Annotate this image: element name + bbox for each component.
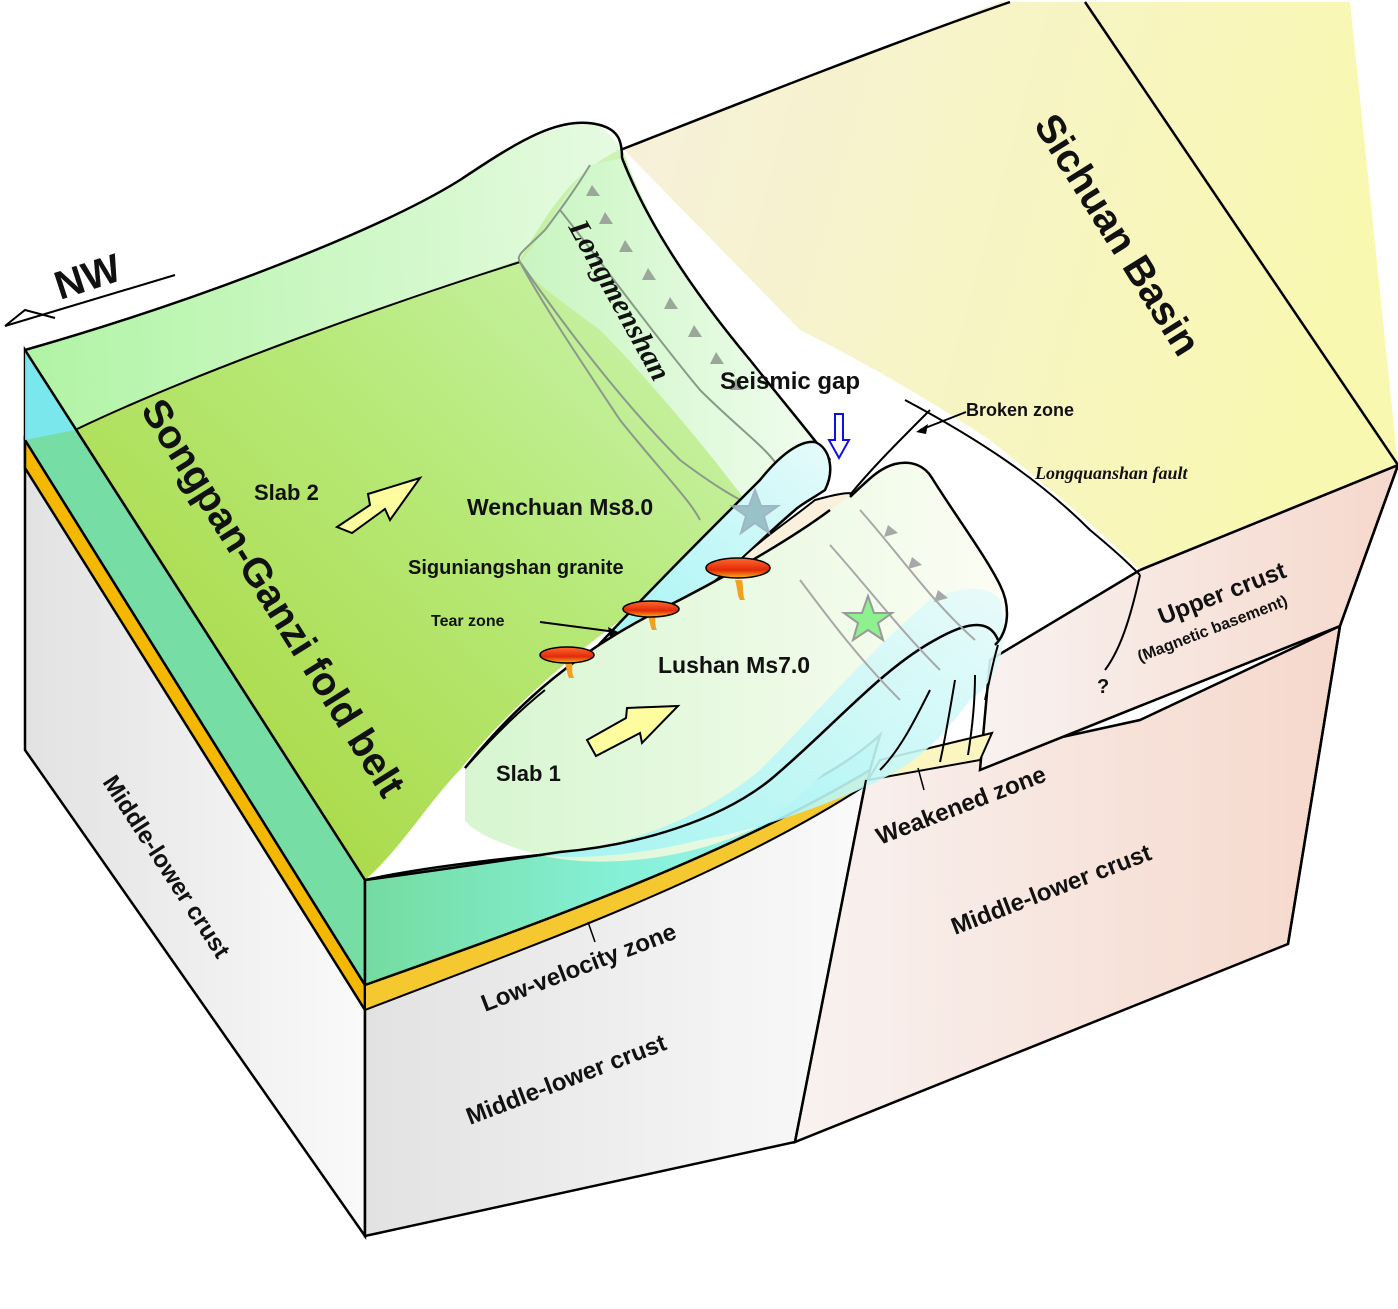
sichuan-back-edge [599,0,1011,160]
lushan-thrust-teeth [884,525,948,602]
wenchuan-epicenter-star-icon [728,487,782,536]
granite-pluton-3 [539,646,595,678]
longmenshan-front-edge [620,157,831,461]
longquanshan-fault [904,399,1141,576]
longmenshan-inner-line-2 [519,261,701,521]
cliff-line-1 [879,689,931,771]
low-velocity-leader [587,921,596,943]
tear-zone-label: Tear zone [431,613,505,630]
longquanshan-fault-label: Longquanshan fault [1034,463,1189,483]
longmenshan-belt [520,158,830,500]
left-face-upper-cyan-strip [25,350,75,440]
cliff-line-2 [939,679,956,763]
lushan-label: Lushan Ms7.0 [658,652,810,678]
granite-pluton-1 [705,557,771,600]
lushan-contour-1 [799,579,901,701]
right-vertical-edge [1286,625,1342,945]
upper-crust-base-line [979,625,1341,771]
slab1-arrow-icon [585,704,681,758]
lushan-contour-2 [829,544,941,671]
lushan-front-edge [364,623,1000,882]
broken-zone-label: Broken zone [966,400,1074,420]
broken-zone-arrowhead [916,424,928,434]
slab1-label: Slab 1 [496,761,561,786]
songpan-back-edge [24,121,624,352]
tear-zone-leader [539,621,617,633]
songpan-back-band-line [74,261,521,431]
longquanshan-subsurface [1104,574,1141,671]
uncertain-fault-question-mark: ? [1097,676,1109,698]
broken-zone-leader [919,411,967,431]
weakened-zone-leader [917,767,925,791]
seismic-gap-label: Seismic gap [720,368,860,395]
seismic-gap-arrow-icon [827,413,851,461]
siguniangshan-granite-label: Siguniangshan granite [408,557,624,579]
wenchuan-label: Wenchuan Ms8.0 [467,494,653,520]
granite-pluton-2 [622,600,680,630]
slab2-label: Slab 2 [254,480,319,505]
songpan-left-top-edge [23,349,367,881]
front-fault-line [794,779,867,1143]
longmenshan-inner-line-1 [517,164,746,503]
right-corner-edge [1338,464,1398,627]
broken-zone-fault [849,409,931,496]
lushan-ridge [465,462,1006,862]
lushan-epicenter-star-icon [840,592,896,643]
sichuan-front-edge [1139,463,1398,572]
direction-label: NW [49,246,126,309]
sichuan-right-edge [1083,1,1398,466]
tear-zone-arrowhead [608,627,620,637]
longmenshan-thrust-line [559,209,781,471]
slab-boundary-line [464,689,546,769]
sichuan-basin-top-surface [622,2,1398,570]
cliff-line-4 [984,644,999,701]
slab2-arrow-icon [334,476,423,535]
lushan-front-slope [540,588,1004,857]
north-west-direction-indicator [4,274,176,327]
lushan-ridge-crest [849,461,1009,646]
cliff-line-3 [967,674,976,756]
thrust-fault-teeth [586,185,744,390]
songpan-back-band [25,124,622,430]
lushan-contour-3 [859,509,976,641]
